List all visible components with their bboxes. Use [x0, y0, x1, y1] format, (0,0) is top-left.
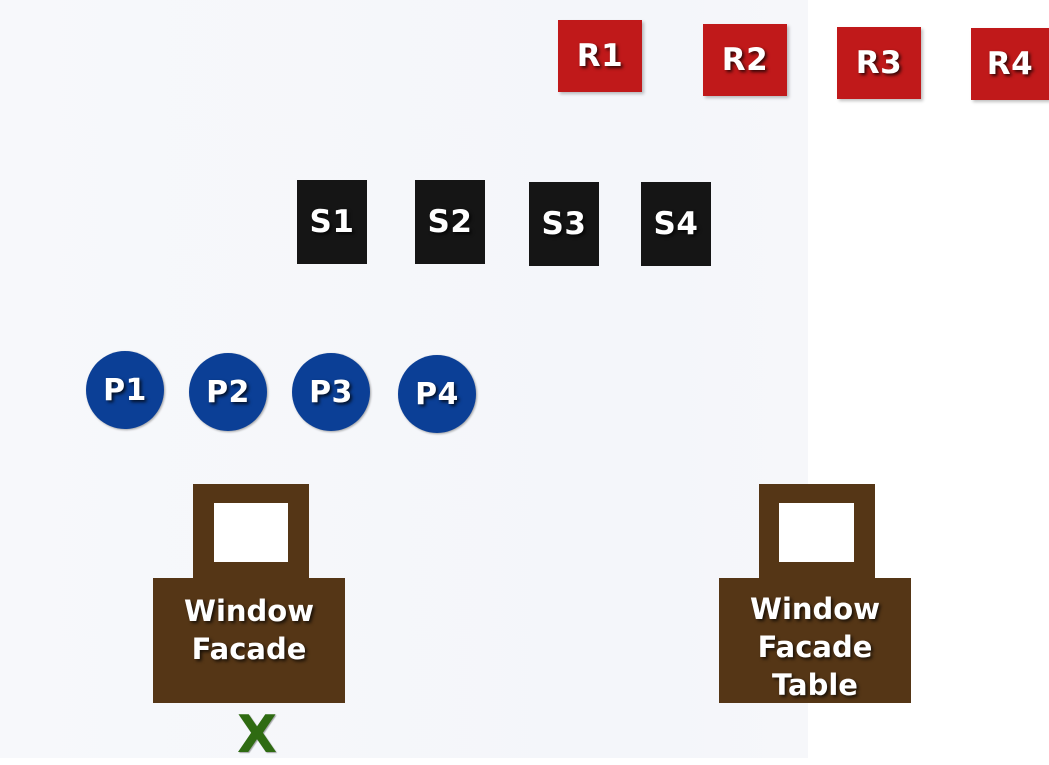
p1-label: P1 [103, 372, 147, 408]
p2-circle: P2 [189, 353, 267, 431]
r3-tile: R3 [837, 27, 921, 99]
s2-tile: S2 [415, 180, 485, 264]
p4-label: P4 [415, 376, 459, 412]
window-facade-label-line1: Window [183, 594, 315, 628]
p3-label: P3 [309, 374, 353, 410]
window-facade-table-body: Window Facade Table [719, 578, 911, 703]
r4-label: R4 [986, 46, 1034, 82]
r1-tile: R1 [558, 20, 642, 92]
s3-label: S3 [541, 206, 587, 242]
window-facade-body: Window Facade [153, 578, 345, 703]
window-facade-table-label-line1: Window [749, 592, 881, 626]
r2-label: R2 [721, 42, 769, 78]
window-facade-table-label-line3: Table [772, 668, 858, 702]
window-facade-label-line2: Facade [191, 632, 307, 666]
r4-tile: R4 [971, 28, 1049, 100]
s2-label: S2 [427, 204, 473, 240]
s1-tile: S1 [297, 180, 367, 264]
window-facade-table-label-line2: Facade [757, 630, 873, 664]
x-mark: X [236, 705, 278, 765]
r3-label: R3 [855, 45, 903, 81]
window-facade-table-pane [779, 503, 854, 562]
p3-circle: P3 [292, 353, 370, 431]
p1-circle: P1 [86, 351, 164, 429]
s3-tile: S3 [529, 182, 599, 266]
s1-label: S1 [309, 204, 355, 240]
r2-tile: R2 [703, 24, 787, 96]
p2-label: P2 [206, 374, 250, 410]
s4-label: S4 [653, 206, 699, 242]
window-facade-pane [214, 503, 288, 562]
p4-circle: P4 [398, 355, 476, 433]
s4-tile: S4 [641, 182, 711, 266]
r1-label: R1 [576, 38, 624, 74]
